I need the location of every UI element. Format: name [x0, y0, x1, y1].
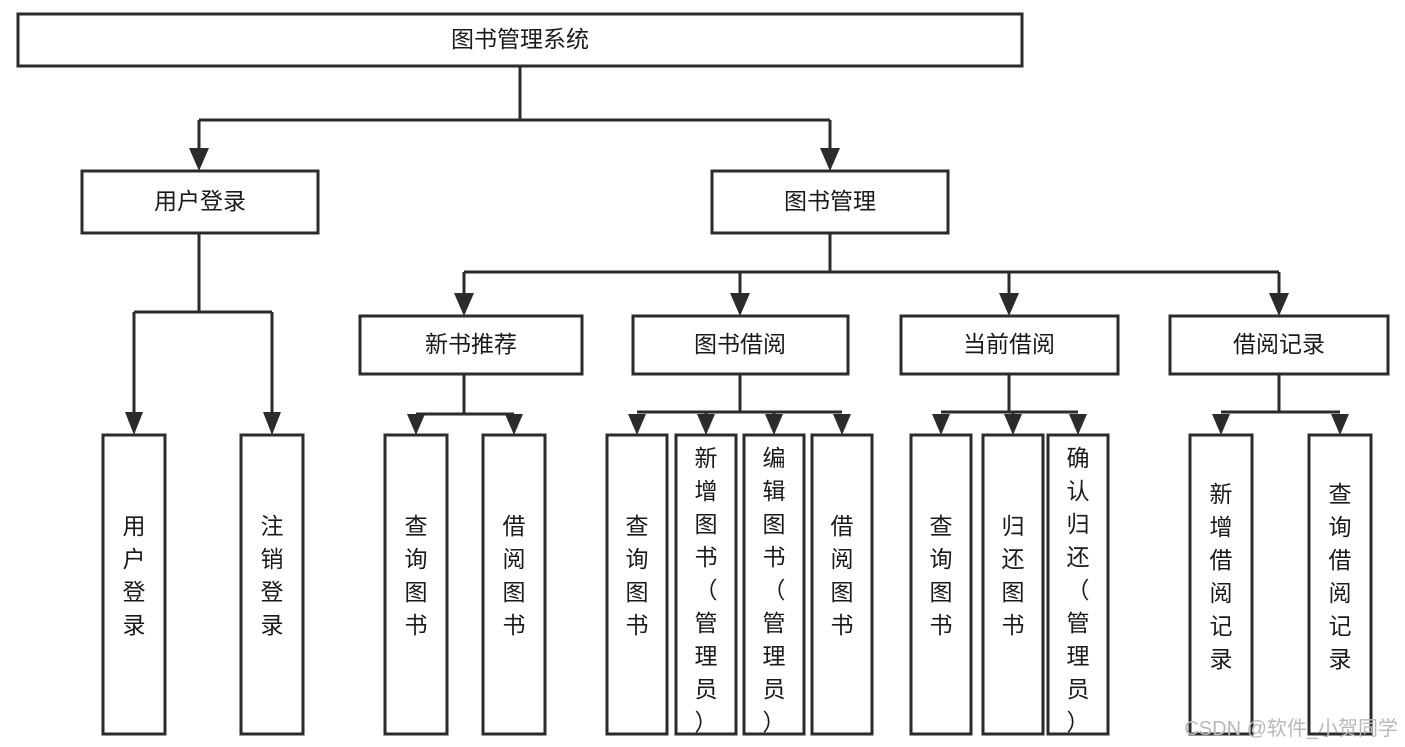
leaf-edit-book-admin[interactable]: 编辑图书（管理员）: [742, 433, 806, 736]
arrow-to-book-borrow: [730, 293, 750, 316]
connector-layer: [125, 66, 1349, 435]
leaf-query-borrow-record-label: 查询借阅记录: [1329, 481, 1352, 672]
node-book-borrow[interactable]: 图书借阅: [631, 314, 850, 376]
arrow-leaf-8: [833, 414, 851, 435]
leaf-return-book-box[interactable]: [981, 433, 1045, 736]
leaf-user-login-label: 用户登录: [123, 513, 146, 638]
node-borrow-record-label: 借阅记录: [1233, 331, 1325, 357]
arrow-leaf-6: [697, 414, 715, 435]
node-book-management-label: 图书管理: [784, 188, 876, 214]
node-current-borrow-label: 当前借阅: [963, 331, 1055, 357]
leaf-add-borrow-record[interactable]: 新增借阅记录: [1188, 433, 1254, 736]
leaf-logout-label: 注销登录: [261, 513, 284, 638]
arrow-leaf-12: [1212, 414, 1230, 435]
node-user-login-label: 用户登录: [154, 188, 246, 214]
leaf-edit-book-admin-box[interactable]: [742, 433, 806, 736]
leaf-confirm-return-admin[interactable]: 确认归还（管理员）: [1046, 433, 1110, 736]
arrow-leaf-2: [263, 412, 281, 435]
node-borrow-record-box[interactable]: [1168, 314, 1390, 376]
leaf-borrow-book-2[interactable]: 借阅图书: [810, 433, 874, 736]
leaf-add-book-admin-label: 新增图书（管理员）: [695, 445, 718, 735]
leaf-add-book-admin[interactable]: 新增图书（管理员）: [674, 433, 738, 736]
arrow-to-user-login: [189, 148, 209, 171]
arrow-leaf-1: [125, 412, 143, 435]
node-new-book-recommend-box[interactable]: [358, 314, 584, 376]
arrow-to-current-borrow: [999, 293, 1019, 316]
leaf-query-book-3-label: 查询图书: [930, 513, 953, 638]
leaf-confirm-return-admin-box[interactable]: [1046, 433, 1110, 736]
leaf-query-book-1[interactable]: 查询图书: [383, 433, 449, 736]
leaf-query-book-2-box[interactable]: [605, 433, 669, 736]
leaf-borrow-book-2-box[interactable]: [810, 433, 874, 736]
node-book-management[interactable]: 图书管理: [710, 169, 950, 235]
leaf-logout[interactable]: 注销登录: [239, 433, 305, 736]
leaf-query-book-1-box[interactable]: [383, 433, 449, 736]
arrow-to-borrow-record: [1269, 293, 1289, 316]
leaf-user-login[interactable]: 用户登录: [101, 433, 167, 736]
node-user-login[interactable]: 用户登录: [80, 169, 320, 235]
leaf-borrow-book-1-label: 借阅图书: [503, 513, 526, 638]
node-root-box[interactable]: [16, 12, 1024, 68]
leaf-confirm-return-admin-label: 确认归还（管理员）: [1067, 445, 1090, 735]
node-book-borrow-box[interactable]: [631, 314, 850, 376]
arrow-leaf-11: [1069, 414, 1087, 435]
node-book-management-box[interactable]: [710, 169, 950, 235]
arrow-leaf-10: [1004, 414, 1022, 435]
node-new-book-recommend-label: 新书推荐: [425, 331, 517, 357]
leaf-query-borrow-record[interactable]: 查询借阅记录: [1307, 433, 1373, 736]
leaf-logout-box[interactable]: [239, 433, 305, 736]
arrow-leaf-3: [407, 414, 425, 435]
leaf-query-book-2[interactable]: 查询图书: [605, 433, 669, 736]
leaf-query-book-1-label: 查询图书: [405, 513, 428, 638]
leaf-add-borrow-record-box[interactable]: [1188, 433, 1254, 736]
leaf-query-borrow-record-box[interactable]: [1307, 433, 1373, 736]
arrow-to-book-mgmt: [820, 148, 840, 171]
leaf-query-book-2-label: 查询图书: [626, 513, 649, 638]
node-root-label: 图书管理系统: [451, 26, 589, 52]
arrow-leaf-9: [932, 414, 950, 435]
leaf-return-book-label: 归还图书: [1002, 513, 1025, 638]
leaf-add-borrow-record-label: 新增借阅记录: [1210, 481, 1233, 672]
leaf-edit-book-admin-label: 编辑图书（管理员）: [763, 445, 786, 735]
arrow-to-new-book-rec: [454, 293, 474, 316]
node-book-borrow-label: 图书借阅: [694, 331, 786, 357]
arrow-leaf-13: [1331, 414, 1349, 435]
leaf-return-book[interactable]: 归还图书: [981, 433, 1045, 736]
arrow-leaf-7: [765, 414, 783, 435]
leaf-borrow-book-2-label: 借阅图书: [831, 513, 854, 638]
node-current-borrow-box[interactable]: [899, 314, 1120, 376]
node-root[interactable]: 图书管理系统: [16, 12, 1024, 68]
leaf-query-book-3-box[interactable]: [909, 433, 973, 736]
arrow-leaf-4: [505, 414, 523, 435]
node-borrow-record[interactable]: 借阅记录: [1168, 314, 1390, 376]
node-new-book-recommend[interactable]: 新书推荐: [358, 314, 584, 376]
csdn-watermark: CSDN @软件_小贺同学: [1184, 717, 1398, 740]
leaf-add-book-admin-box[interactable]: [674, 433, 738, 736]
leaf-borrow-book-1[interactable]: 借阅图书: [481, 433, 547, 736]
arrow-leaf-5: [628, 414, 646, 435]
leaf-borrow-book-1-box[interactable]: [481, 433, 547, 736]
node-current-borrow[interactable]: 当前借阅: [899, 314, 1120, 376]
node-user-login-box[interactable]: [80, 169, 320, 235]
leaf-user-login-box[interactable]: [101, 433, 167, 736]
leaf-query-book-3[interactable]: 查询图书: [909, 433, 973, 736]
